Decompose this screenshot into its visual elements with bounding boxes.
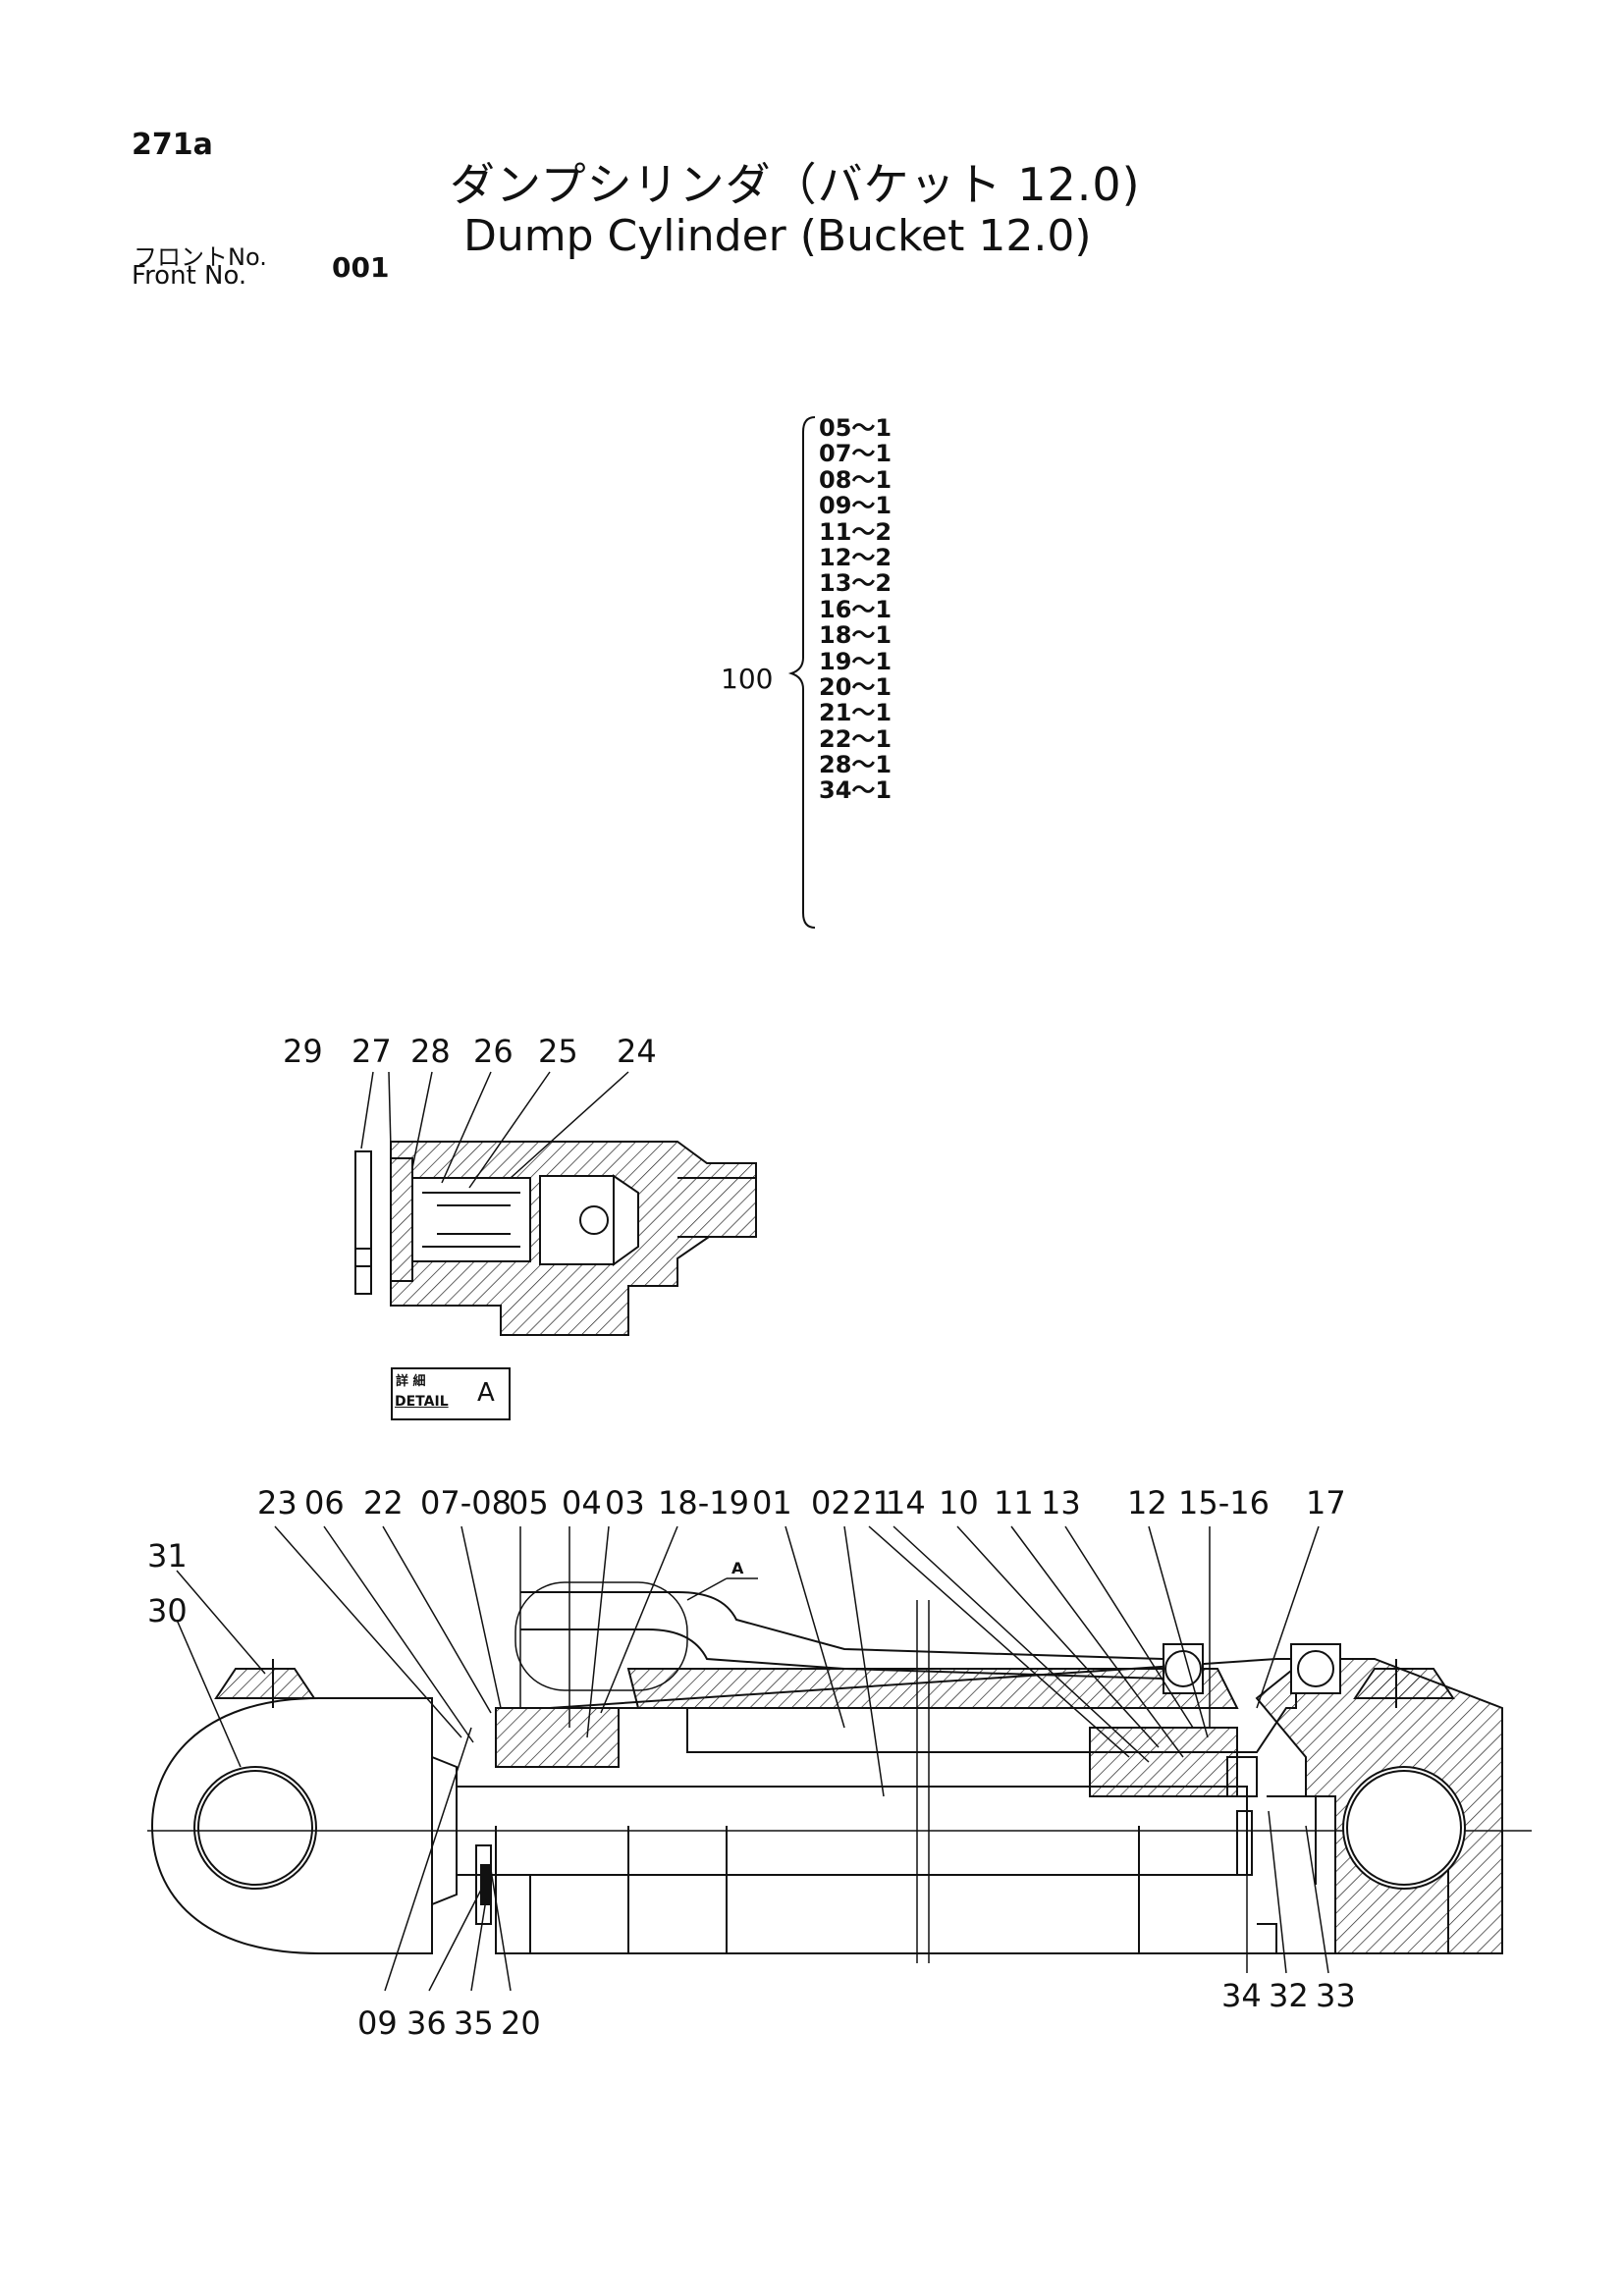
callout-13: 13 — [1041, 1484, 1081, 1522]
seal-kit-item: 16～1 — [819, 595, 893, 623]
callout-25: 25 — [538, 1033, 578, 1070]
callout-35: 35 — [454, 2004, 494, 2042]
seal-kit-item: 28～1 — [819, 751, 893, 779]
seal-kit-item: 07～1 — [819, 440, 893, 468]
seal-kit-part-number: 100 — [721, 663, 774, 695]
callout-14: 14 — [886, 1484, 926, 1522]
callout-18-19: 18-19 — [658, 1484, 749, 1522]
seal-kit-item: 08～1 — [819, 465, 893, 494]
seal-kit-item: 11～2 — [819, 517, 893, 546]
detail-label-en: DETAIL — [395, 1394, 449, 1410]
callout-09: 09 — [357, 2004, 398, 2042]
callout-07-08: 07-08 — [420, 1484, 512, 1522]
seal-kit-item: 22～1 — [819, 724, 893, 753]
callout-05: 05 — [509, 1484, 549, 1522]
title-english: Dump Cylinder (Bucket 12.0) — [463, 211, 1092, 261]
seal-kit-item: 19～1 — [819, 647, 893, 675]
callout-26: 26 — [473, 1033, 514, 1070]
callout-10: 10 — [939, 1484, 979, 1522]
seal-kit-item: 13～2 — [819, 569, 893, 598]
callout-30: 30 — [147, 1592, 188, 1629]
callout-02: 02 — [811, 1484, 851, 1522]
seal-kit-item: 05～1 — [819, 414, 893, 442]
callout-31: 31 — [147, 1537, 188, 1575]
callout-34: 34 — [1221, 1977, 1262, 2014]
detail-a-marker: A — [731, 1559, 744, 1577]
seal-kit-item: 09～1 — [819, 492, 893, 520]
seal-kit-item: 20～1 — [819, 672, 893, 701]
detail-label-jp: 詳 細 — [396, 1374, 426, 1389]
callout-21: 21 — [852, 1484, 893, 1522]
callout-22: 22 — [363, 1484, 404, 1522]
callout-27: 27 — [352, 1033, 392, 1070]
callout-15-16: 15-16 — [1178, 1484, 1270, 1522]
main-leaders — [176, 1525, 1329, 1992]
detail-letter: A — [477, 1378, 495, 1408]
callout-12: 12 — [1127, 1484, 1167, 1522]
detail-a-leaders — [360, 1071, 629, 1189]
seal-kit-item: 12～2 — [819, 543, 893, 571]
callout-11: 11 — [994, 1484, 1034, 1522]
seal-kit-item: 18～1 — [819, 621, 893, 650]
page-code: 271a — [132, 128, 213, 162]
callout-20: 20 — [501, 2004, 541, 2042]
seal-kit-list: 05～1 07～1 08～1 09～1 11～2 12～2 13～2 16～1 … — [819, 415, 892, 804]
kit-brace — [787, 416, 816, 929]
callout-06: 06 — [304, 1484, 345, 1522]
detail-a-tag — [391, 1367, 511, 1420]
callout-01: 01 — [752, 1484, 792, 1522]
callout-33: 33 — [1316, 1977, 1356, 2014]
callout-03: 03 — [605, 1484, 645, 1522]
front-number-value: 001 — [332, 251, 390, 284]
title-japanese: ダンプシリンダ（バケット 12.0) — [450, 158, 1141, 211]
main-cylinder — [147, 1577, 1532, 1963]
callout-32: 32 — [1269, 1977, 1309, 2014]
detail-a-section — [354, 1141, 757, 1336]
callout-17: 17 — [1306, 1484, 1346, 1522]
callout-36: 36 — [406, 2004, 447, 2042]
seal-kit-item: 34～1 — [819, 776, 893, 805]
callout-29: 29 — [283, 1033, 323, 1070]
seal-kit-item: 21～1 — [819, 699, 893, 727]
callout-23: 23 — [257, 1484, 298, 1522]
front-number-label-jp: フロントNo. — [134, 243, 267, 271]
callout-04: 04 — [562, 1484, 602, 1522]
front-number-label-en: Front No. — [132, 261, 247, 291]
callout-28: 28 — [410, 1033, 451, 1070]
callout-24: 24 — [617, 1033, 657, 1070]
